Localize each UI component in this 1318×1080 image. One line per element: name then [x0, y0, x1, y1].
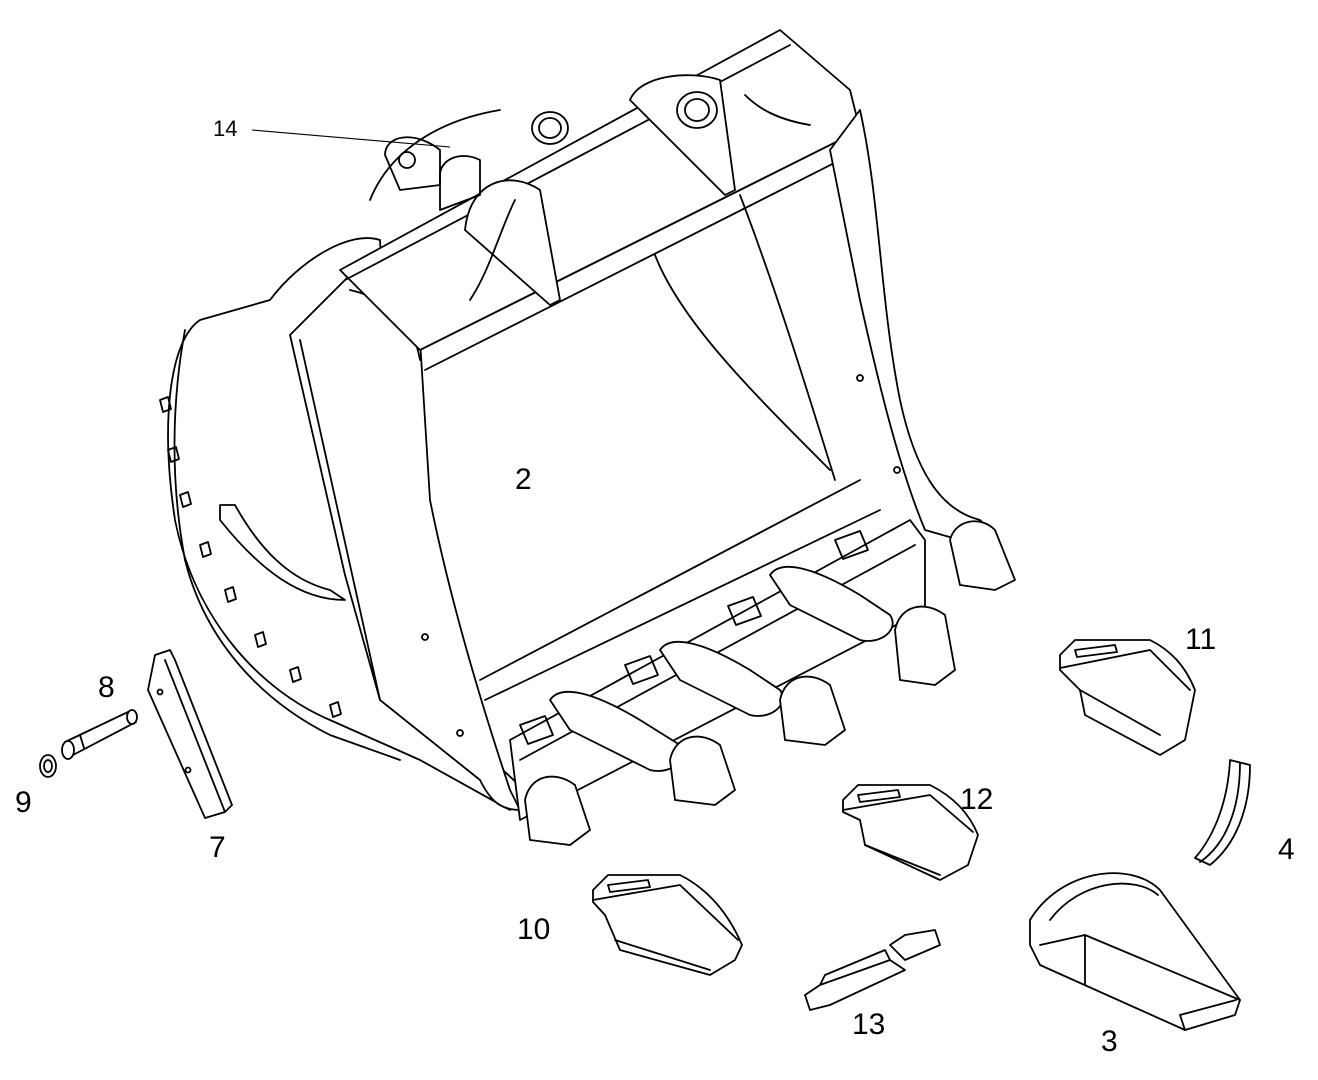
label-part-14: 14: [213, 116, 238, 141]
shim-part-4: [1194, 759, 1251, 866]
label-part-10: 10: [517, 913, 551, 946]
label-part-8: 8: [98, 671, 115, 704]
bucket-body: [159, 29, 1016, 846]
leader-line-14: [251, 129, 451, 148]
pin-part-8: [61, 709, 138, 760]
retainer-part-13: [804, 929, 941, 1011]
label-part-3: 3: [1101, 1025, 1118, 1058]
label-part-2: 2: [515, 463, 532, 496]
label-part-7: 7: [209, 831, 226, 864]
label-part-13: 13: [852, 1008, 886, 1041]
washer-part-9: [39, 754, 57, 778]
label-part-4: 4: [1278, 833, 1295, 866]
point-part-3: [1029, 872, 1241, 1031]
tooth-part-12: [842, 784, 979, 881]
tooth-part-11: [1059, 639, 1196, 756]
label-part-12: 12: [960, 783, 994, 816]
label-part-9: 9: [15, 786, 32, 819]
tooth-part-10: [592, 874, 743, 976]
plate-part-7: [147, 649, 233, 819]
label-part-11: 11: [1185, 623, 1217, 656]
